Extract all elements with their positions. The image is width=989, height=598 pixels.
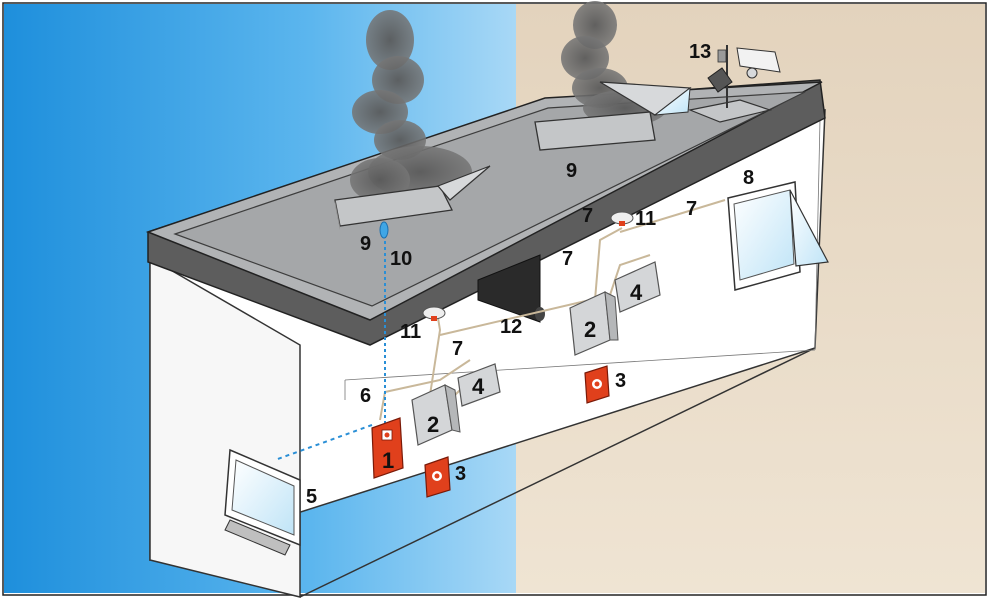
label-3: 3 — [615, 370, 626, 392]
label-9: 9 — [360, 233, 371, 255]
label-13: 13 — [689, 41, 711, 63]
label-7: 7 — [562, 248, 573, 270]
label-9: 9 — [566, 160, 577, 182]
label-4: 4 — [630, 280, 643, 305]
label-12: 12 — [500, 316, 522, 338]
label-8: 8 — [743, 167, 754, 189]
label-11: 11 — [400, 321, 421, 343]
label-6: 6 — [360, 385, 371, 407]
label-2: 2 — [584, 317, 596, 342]
smoke-curtain-roller — [535, 307, 545, 321]
label-1: 1 — [382, 448, 394, 473]
label-3: 3 — [455, 463, 466, 485]
label-10: 10 — [390, 248, 412, 270]
label-4: 4 — [472, 374, 485, 399]
label-7: 7 — [686, 198, 697, 220]
manual-call-point-icon — [585, 366, 609, 403]
label-11: 11 — [635, 208, 656, 230]
compressed-air-cylinder-icon — [380, 222, 388, 238]
label-7: 7 — [582, 205, 593, 227]
label-5: 5 — [306, 486, 317, 508]
label-7: 7 — [452, 338, 463, 360]
label-2: 2 — [427, 412, 439, 437]
